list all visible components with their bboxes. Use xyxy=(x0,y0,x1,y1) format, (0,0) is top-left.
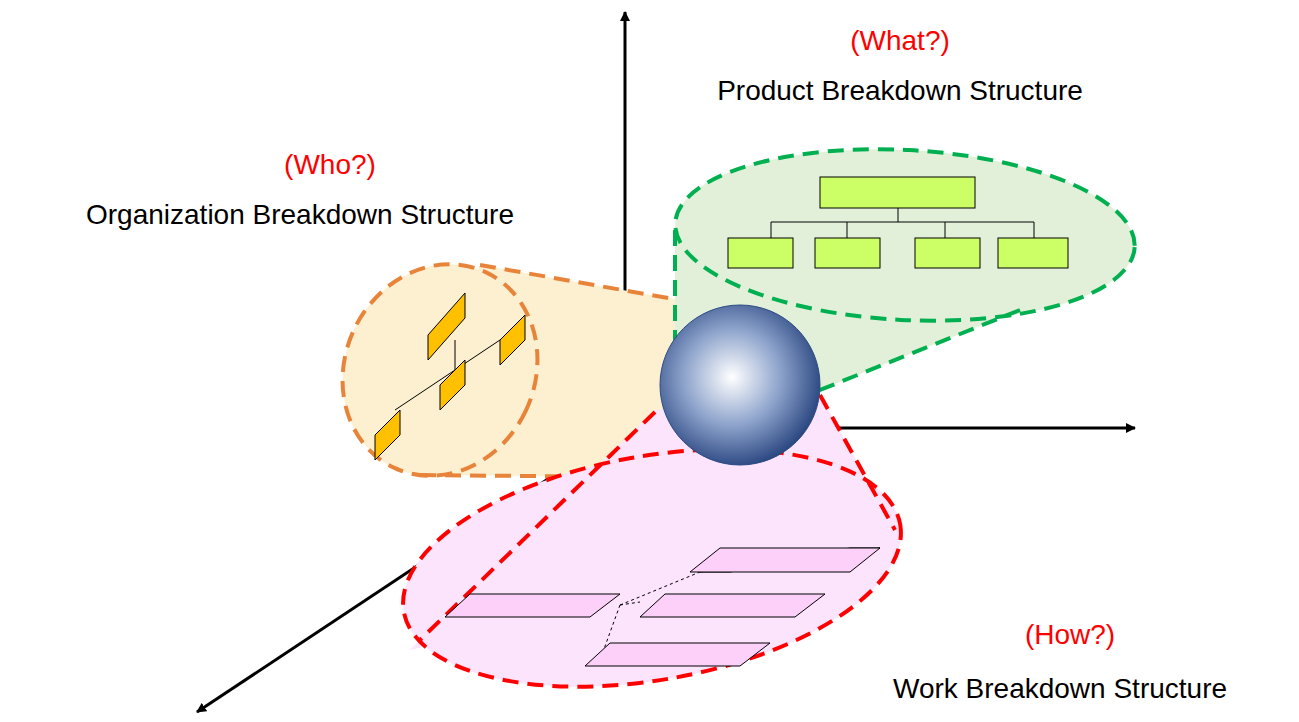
structure-title: Work Breakdown Structure xyxy=(893,672,1227,706)
question-label: (What?) xyxy=(850,24,950,58)
question-label: (Who?) xyxy=(284,148,376,182)
work-region xyxy=(384,395,919,722)
structure-title: Product Breakdown Structure xyxy=(717,74,1083,108)
sphere xyxy=(660,305,820,465)
structure-title: Organization Breakdown Structure xyxy=(86,198,514,232)
question-label: (How?) xyxy=(1025,618,1115,652)
axes xyxy=(197,12,1135,712)
